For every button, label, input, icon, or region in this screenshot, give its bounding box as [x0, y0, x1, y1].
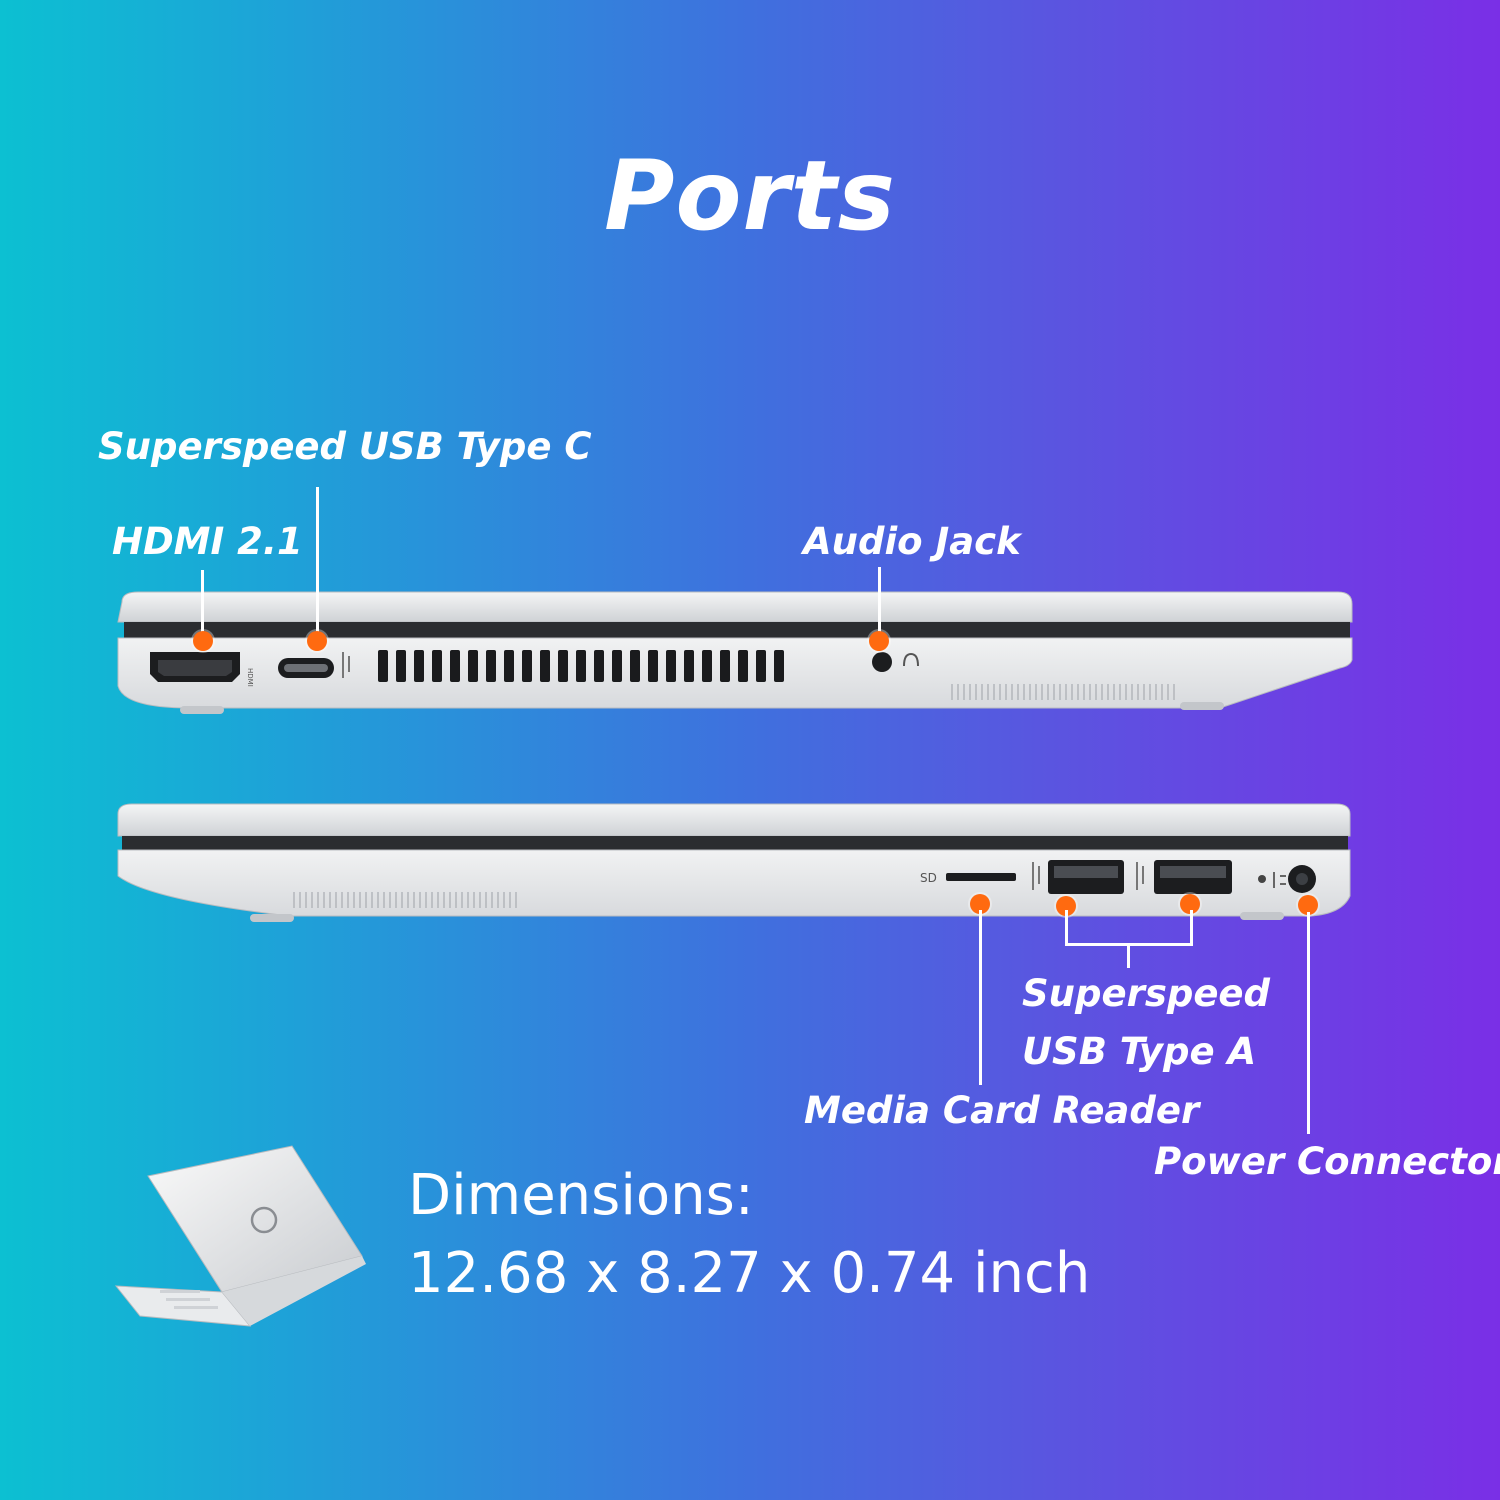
page-title: Ports: [604, 140, 896, 252]
audio-leader: [878, 567, 881, 640]
speaker-grille: [951, 684, 1175, 700]
laptop-right-side: SD: [117, 803, 1351, 922]
charge-led: [1258, 875, 1266, 883]
power-plug-icon: [1273, 872, 1286, 888]
usb-c-leader: [316, 487, 319, 640]
card-reader-label: Media Card Reader: [804, 1089, 1200, 1132]
card-reader-leader: [979, 910, 982, 1085]
usb-a-callout-dot-1: [1056, 896, 1076, 916]
headphone-icon: [903, 652, 919, 667]
usb-c-callout-dot: [307, 631, 327, 651]
sd-card-slot: [946, 873, 1016, 881]
usb-superspeed-icon: [1136, 862, 1144, 890]
usb-a-label-line2: USB Type A: [1022, 1030, 1257, 1073]
hp-logo-icon: [250, 1206, 278, 1234]
sd-mark: SD: [920, 871, 937, 885]
usb-a-label-line1: Superspeed: [1022, 972, 1270, 1015]
audio-callout-dot: [869, 631, 889, 651]
dimensions-label: Dimensions:: [408, 1163, 754, 1228]
hdmi-label: HDMI 2.1: [112, 520, 303, 563]
laptop-left-side: HDMI: [117, 591, 1353, 714]
audio-jack-label: Audio Jack: [803, 520, 1021, 563]
hdmi-port-mark: HDMI: [246, 668, 254, 687]
usb-a-bracket-right: [1190, 910, 1193, 945]
dimensions-value: 12.68 x 8.27 x 0.74 inch: [408, 1241, 1091, 1306]
usb-superspeed-icon: [342, 652, 350, 678]
laptop-thumbnail: [114, 1145, 366, 1327]
speaker-grille: [293, 892, 517, 908]
usb-c-label: Superspeed USB Type C: [98, 425, 592, 468]
power-leader: [1307, 912, 1310, 1134]
hdmi-callout-dot: [193, 631, 213, 651]
usb-superspeed-icon: [1032, 862, 1040, 890]
hdmi-leader: [201, 570, 204, 640]
audio-jack-port: [872, 652, 892, 672]
usb-a-bracket-left: [1065, 910, 1068, 945]
usb-a-bracket-stem: [1127, 943, 1130, 968]
power-callout-dot: [1298, 895, 1318, 915]
vent-grille: [378, 650, 784, 682]
usb-a-callout-dot-2: [1180, 894, 1200, 914]
power-connector-label: Power Connector: [1154, 1140, 1500, 1183]
card-reader-callout-dot: [970, 894, 990, 914]
